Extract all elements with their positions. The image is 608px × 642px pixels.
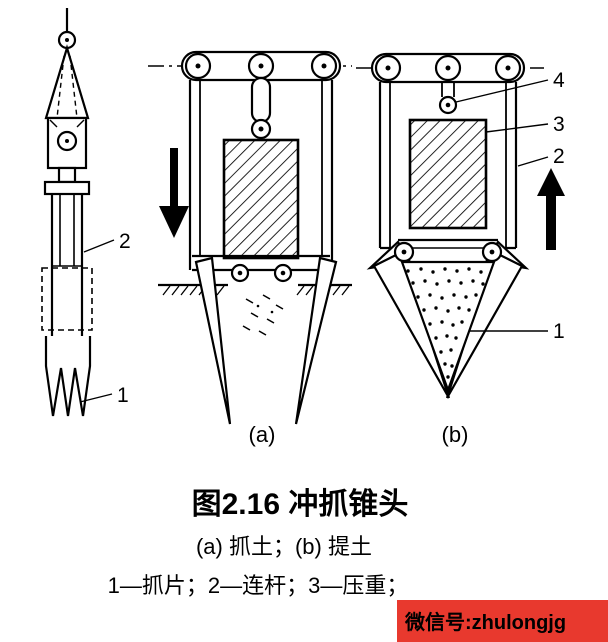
spike-a-right — [294, 256, 338, 425]
sublabel-b: (b) — [442, 422, 469, 447]
part-label-b-4: 4 — [553, 69, 565, 92]
hidden-section — [41, 267, 93, 331]
figure-legend: 1—抓片；2—连杆；3—压重； — [108, 573, 409, 598]
watermark-badge — [397, 600, 608, 642]
down-arrow — [159, 148, 189, 238]
figure-subcaption: (a) 抓土；(b) 提土 — [196, 534, 372, 559]
top-eye-pin — [65, 38, 69, 42]
part-label-left-1: 1 — [117, 384, 129, 407]
pulley-a-right-dot — [321, 63, 327, 69]
cone-dashed-right — [69, 55, 78, 119]
neck — [57, 166, 77, 184]
soil-mass — [400, 260, 496, 394]
box-corner-left — [49, 119, 58, 128]
leader-left-1 — [79, 393, 113, 403]
swivel-pin-dot — [65, 139, 69, 143]
figure-b-drawing — [356, 52, 565, 399]
weight-block-b — [408, 118, 488, 230]
pivot-b-right-dot — [489, 249, 495, 255]
up-arrow — [537, 168, 565, 250]
pulley-a-left-dot — [195, 63, 201, 69]
part-label-left-2: 2 — [119, 230, 131, 253]
flange — [43, 180, 91, 196]
left-tool-drawing — [41, 8, 115, 417]
pivot-a-right-dot — [280, 270, 286, 276]
leader-b-3 — [485, 123, 549, 133]
part-label-b-1: 1 — [553, 320, 565, 343]
cutter-teeth — [44, 336, 92, 417]
pulley-b-left-dot — [385, 65, 391, 71]
leader-b-2 — [517, 156, 549, 167]
spike-a-left — [194, 256, 232, 425]
box-corner-right — [76, 119, 85, 128]
disturbed-soil-marks — [242, 294, 284, 336]
hanger-link-a — [250, 76, 272, 124]
leader-b-4 — [455, 79, 549, 103]
sublabel-a: (a) — [249, 422, 276, 447]
part-label-b-2: 2 — [553, 145, 565, 168]
hanger-eye-a-dot — [258, 126, 264, 132]
swivel-pin — [56, 130, 78, 152]
part-label-b-3: 3 — [553, 113, 565, 136]
cone-head — [44, 44, 90, 120]
weight-block-a — [222, 138, 300, 260]
figure-caption: 图2.16 冲抓锥头 — [192, 488, 409, 521]
pulley-b-right-dot — [505, 65, 511, 71]
soil-dots — [406, 267, 485, 379]
hanger-eye-b-dot — [445, 102, 451, 108]
pulley-a-mid-dot — [258, 63, 264, 69]
leader-left-2 — [83, 239, 115, 253]
pivot-a-left-dot — [237, 270, 243, 276]
pivot-b-left-dot — [401, 249, 407, 255]
figure-a-drawing — [148, 50, 352, 425]
pulley-b-mid-dot — [445, 65, 451, 71]
cone-dashed-left — [56, 55, 65, 119]
watermark-text: 微信号:zhulongjg — [404, 610, 566, 634]
